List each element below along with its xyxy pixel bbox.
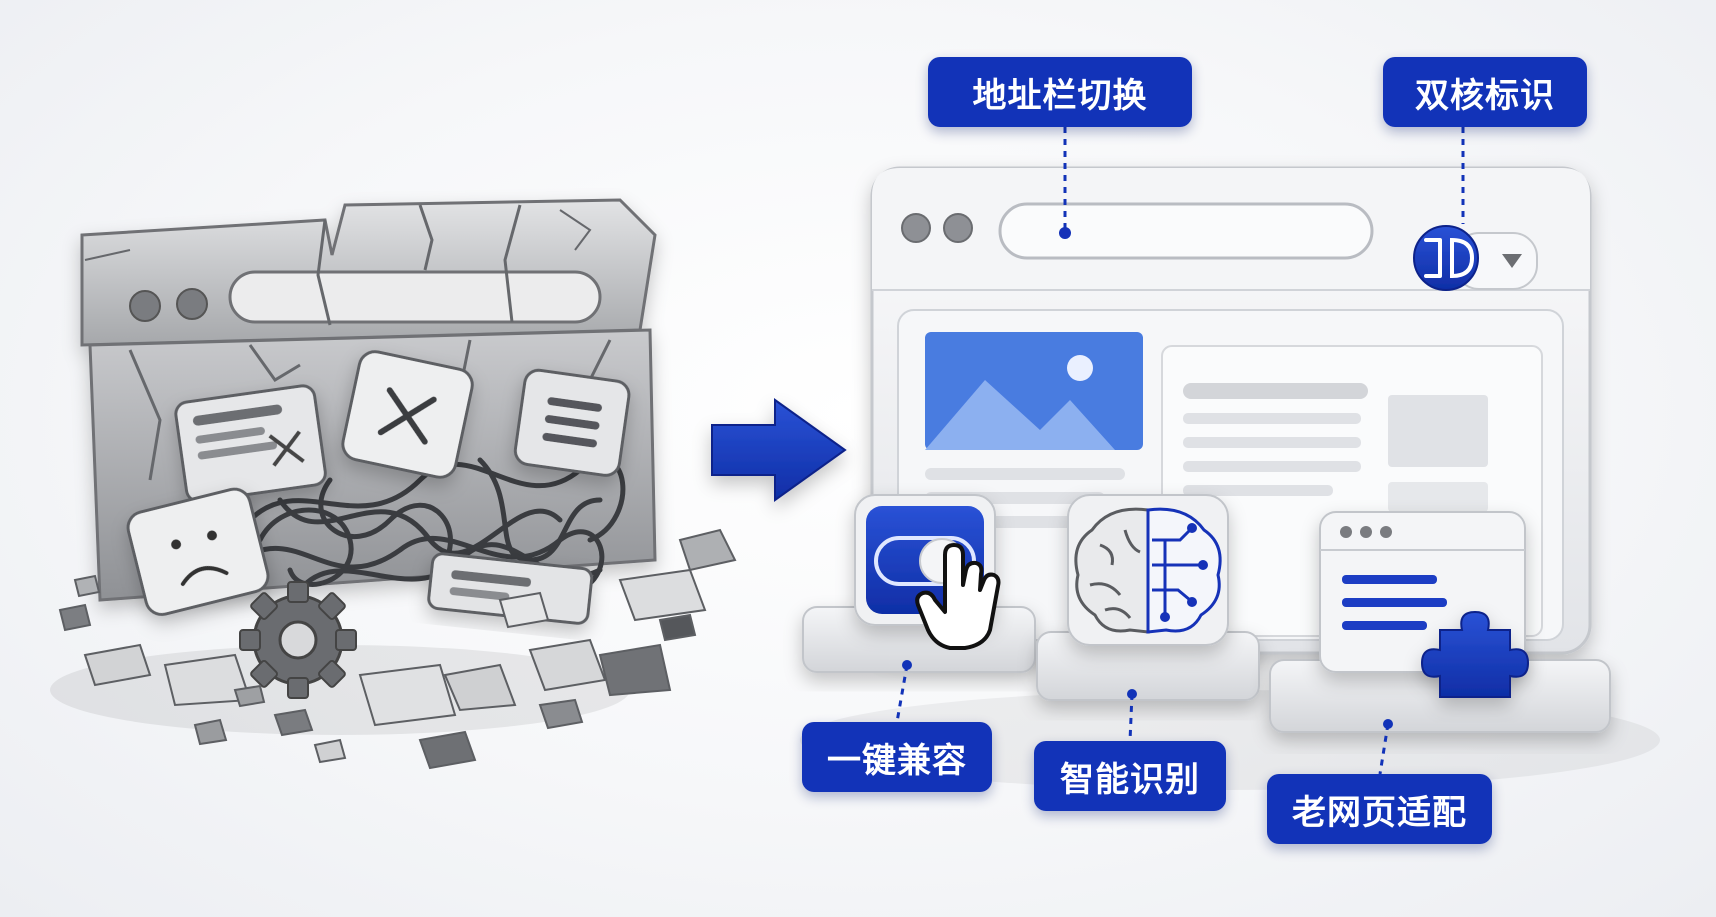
brain-circuit-icon [1067, 494, 1229, 646]
callout-address-bar-switch: 地址栏切换 [928, 57, 1192, 127]
address-bar[interactable] [998, 202, 1374, 260]
callout-connectors [895, 127, 1465, 775]
close-x-icon [341, 350, 474, 479]
broken-browser-scene [50, 198, 737, 770]
connector-dots [902, 660, 1393, 729]
gear-icon [239, 581, 357, 699]
chevron-down-icon [1502, 254, 1522, 268]
document-icon [174, 384, 327, 503]
document-icon [513, 368, 631, 477]
callout-legacy-page-adapt: 老网页适配 [1267, 774, 1492, 844]
callout-smart-detection: 智能识别 [1034, 741, 1226, 811]
callout-dual-core-indicator: 双核标识 [1383, 57, 1587, 127]
sad-face-icon [126, 487, 270, 616]
callout-one-click-compat: 一键兼容 [802, 722, 992, 792]
rubble-icon [58, 528, 737, 770]
puzzle-piece-icon [1420, 610, 1530, 698]
fixed-browser-scene [800, 166, 1660, 790]
dual-core-badge-icon[interactable] [1413, 225, 1479, 291]
document-icon [427, 552, 594, 625]
transform-arrow-icon [711, 398, 847, 502]
pointer-hand-icon [915, 543, 1001, 650]
image-placeholder-icon [925, 332, 1143, 450]
